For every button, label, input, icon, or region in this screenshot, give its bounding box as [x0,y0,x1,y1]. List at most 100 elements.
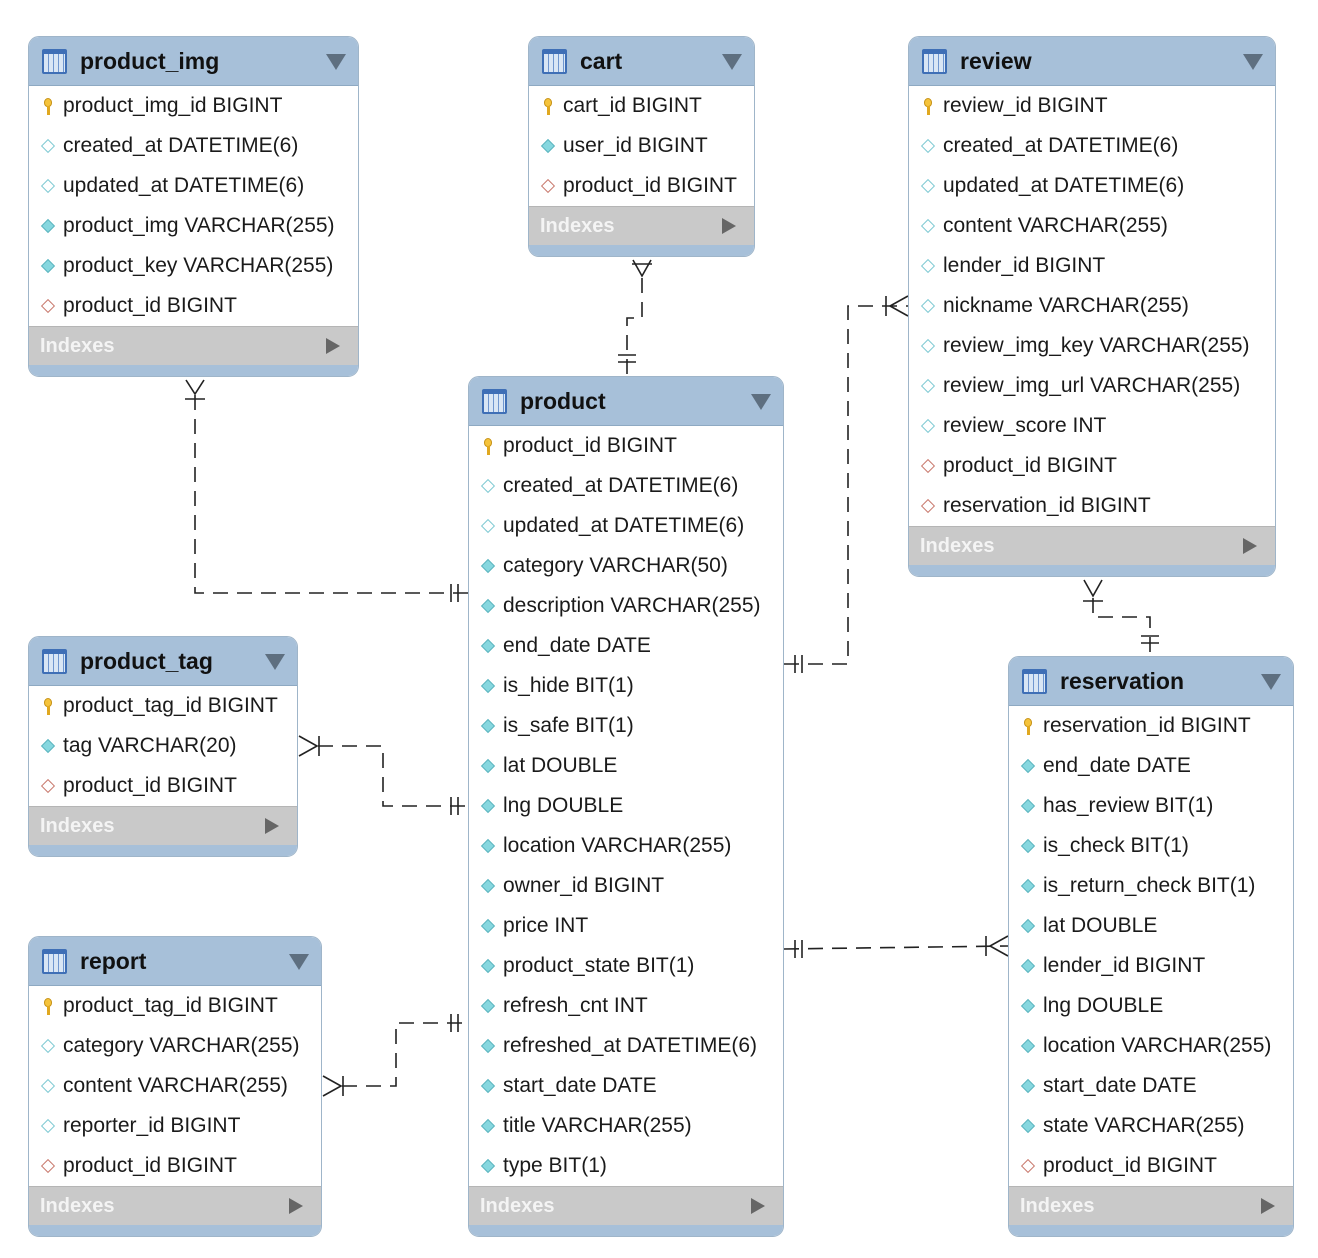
column-row[interactable]: product_id BIGINT [29,286,358,326]
table-header[interactable]: product_img [29,37,358,86]
expand-indexes-icon[interactable] [326,338,340,354]
table-header[interactable]: report [29,937,321,986]
expand-indexes-icon[interactable] [1243,538,1257,554]
column-row[interactable]: reservation_id BIGINT [909,486,1275,526]
column-row[interactable]: lat DOUBLE [469,746,783,786]
collapse-caret-icon[interactable] [1243,54,1263,70]
expand-indexes-icon[interactable] [289,1198,303,1214]
column-row[interactable]: lender_id BIGINT [909,246,1275,286]
expand-indexes-icon[interactable] [265,818,279,834]
indexes-section[interactable]: Indexes [29,326,358,365]
column-row[interactable]: is_check BIT(1) [1009,826,1293,866]
column-row[interactable]: updated_at DATETIME(6) [909,166,1275,206]
column-row[interactable]: product_id BIGINT [469,426,783,466]
column-row[interactable]: start_date DATE [469,1066,783,1106]
indexes-section[interactable]: Indexes [469,1186,783,1225]
column-row[interactable]: product_img_id BIGINT [29,86,358,126]
column-row[interactable]: description VARCHAR(255) [469,586,783,626]
column-row[interactable]: created_at DATETIME(6) [29,126,358,166]
column-row[interactable]: product_id BIGINT [29,1146,321,1186]
column-row[interactable]: product_id BIGINT [29,766,297,806]
column-row[interactable]: end_date DATE [1009,746,1293,786]
collapse-caret-icon[interactable] [751,394,771,410]
column-row[interactable]: review_id BIGINT [909,86,1275,126]
column-row[interactable]: lender_id BIGINT [1009,946,1293,986]
column-row[interactable]: owner_id BIGINT [469,866,783,906]
column-row[interactable]: title VARCHAR(255) [469,1106,783,1146]
column-row[interactable]: location VARCHAR(255) [1009,1026,1293,1066]
column-row[interactable]: category VARCHAR(50) [469,546,783,586]
column-row[interactable]: location VARCHAR(255) [469,826,783,866]
table-header[interactable]: product [469,377,783,426]
column-row[interactable]: is_return_check BIT(1) [1009,866,1293,906]
collapse-caret-icon[interactable] [1261,674,1281,690]
hollow-diamond-icon [917,175,939,197]
column-row[interactable]: product_id BIGINT [909,446,1275,486]
column-row[interactable]: reservation_id BIGINT [1009,706,1293,746]
column-label: product_img VARCHAR(255) [63,214,335,237]
column-row[interactable]: is_safe BIT(1) [469,706,783,746]
expand-indexes-icon[interactable] [722,218,736,234]
column-row[interactable]: nickname VARCHAR(255) [909,286,1275,326]
column-row[interactable]: product_key VARCHAR(255) [29,246,358,286]
column-row[interactable]: start_date DATE [1009,1066,1293,1106]
column-row[interactable]: price INT [469,906,783,946]
column-row[interactable]: created_at DATETIME(6) [469,466,783,506]
collapse-caret-icon[interactable] [289,954,309,970]
expand-indexes-icon[interactable] [751,1198,765,1214]
column-row[interactable]: reporter_id BIGINT [29,1106,321,1146]
table-header[interactable]: product_tag [29,637,297,686]
column-row[interactable]: is_hide BIT(1) [469,666,783,706]
column-row[interactable]: user_id BIGINT [529,126,754,166]
column-row[interactable]: product_state BIT(1) [469,946,783,986]
column-row[interactable]: category VARCHAR(255) [29,1026,321,1066]
column-row[interactable]: product_id BIGINT [529,166,754,206]
column-row[interactable]: type BIT(1) [469,1146,783,1186]
column-row[interactable]: product_id BIGINT [1009,1146,1293,1186]
column-row[interactable]: review_score INT [909,406,1275,446]
indexes-section[interactable]: Indexes [909,526,1275,565]
column-row[interactable]: lng DOUBLE [469,786,783,826]
column-row[interactable]: product_img VARCHAR(255) [29,206,358,246]
collapse-caret-icon[interactable] [326,54,346,70]
column-row[interactable]: updated_at DATETIME(6) [469,506,783,546]
column-row[interactable]: created_at DATETIME(6) [909,126,1275,166]
table-header[interactable]: review [909,37,1275,86]
column-row[interactable]: tag VARCHAR(20) [29,726,297,766]
column-row[interactable]: review_img_key VARCHAR(255) [909,326,1275,366]
column-row[interactable]: lat DOUBLE [1009,906,1293,946]
column-row[interactable]: refreshed_at DATETIME(6) [469,1026,783,1066]
column-row[interactable]: product_tag_id BIGINT [29,686,297,726]
indexes-section[interactable]: Indexes [29,806,297,845]
collapse-caret-icon[interactable] [722,54,742,70]
table-header[interactable]: reservation [1009,657,1293,706]
indexes-section[interactable]: Indexes [529,206,754,245]
column-row[interactable]: updated_at DATETIME(6) [29,166,358,206]
expand-indexes-icon[interactable] [1261,1198,1275,1214]
column-row[interactable]: lng DOUBLE [1009,986,1293,1026]
column-row[interactable]: content VARCHAR(255) [909,206,1275,246]
collapse-caret-icon[interactable] [265,654,285,670]
indexes-section[interactable]: Indexes [29,1186,321,1225]
column-row[interactable]: review_img_url VARCHAR(255) [909,366,1275,406]
column-row[interactable]: end_date DATE [469,626,783,666]
column-row[interactable]: state VARCHAR(255) [1009,1106,1293,1146]
column-row[interactable]: has_review BIT(1) [1009,786,1293,826]
indexes-section[interactable]: Indexes [1009,1186,1293,1225]
filled-diamond-icon [477,675,499,697]
hollow-diamond-icon [37,1075,59,1097]
column-row[interactable]: product_tag_id BIGINT [29,986,321,1026]
column-row[interactable]: cart_id BIGINT [529,86,754,126]
column-row[interactable]: content VARCHAR(255) [29,1066,321,1106]
column-row[interactable]: refresh_cnt INT [469,986,783,1026]
table-header[interactable]: cart [529,37,754,86]
filled-diamond-icon [537,135,559,157]
